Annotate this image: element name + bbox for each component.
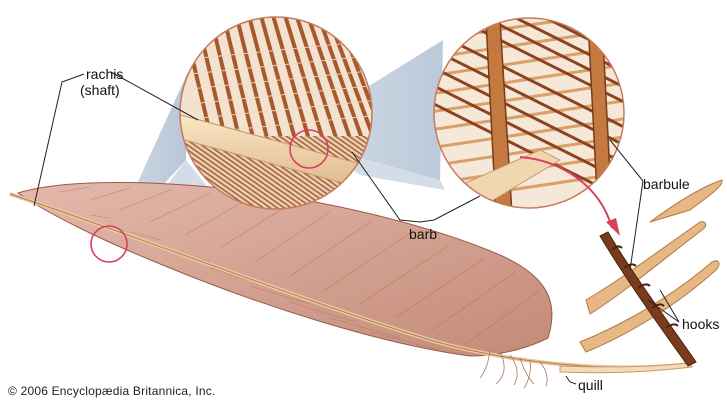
label-hooks: hooks (682, 316, 719, 332)
copyright-text: © 2006 Encyclopædia Britannica, Inc. (8, 384, 216, 398)
feather (10, 183, 692, 388)
label-shaft: (shaft) (80, 82, 120, 98)
label-quill: quill (578, 377, 603, 393)
label-barbule: barbule (643, 176, 690, 192)
barbule-magnifier (430, 10, 630, 214)
barbule-hooks-detail (580, 180, 722, 366)
label-barb: barb (409, 226, 437, 242)
barbule-with-hooks (600, 232, 696, 366)
label-rachis: rachis (86, 66, 123, 82)
